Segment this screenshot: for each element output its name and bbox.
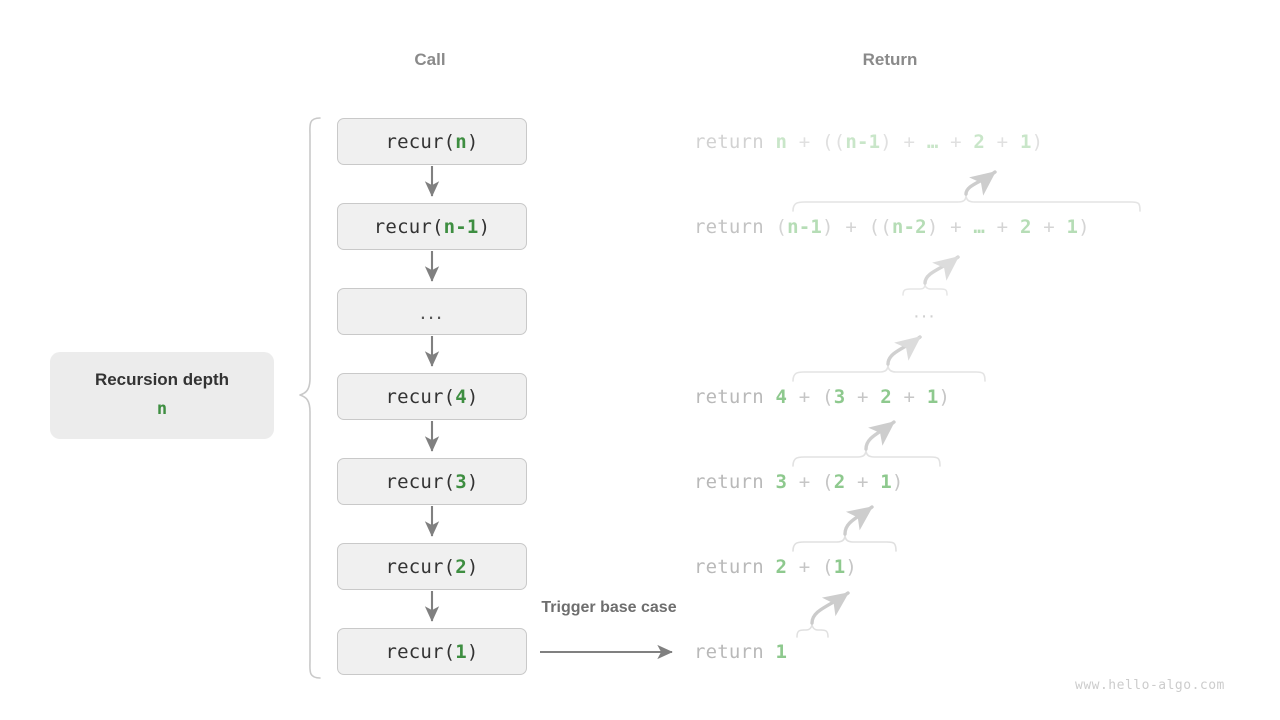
call-box-recur-2: recur(2): [337, 543, 527, 590]
column-header-call: Call: [414, 50, 446, 69]
watermark: www.hello-algo.com: [1075, 678, 1225, 693]
return-brace-2: [792, 170, 1141, 212]
return-arrow-4: [886, 335, 922, 366]
call-box-text: recur(3): [385, 470, 479, 493]
return-3: return 3 + (2 + 1): [694, 471, 904, 493]
call-box-text: recur(n): [385, 130, 479, 153]
return-expression: 2 + (1): [775, 556, 857, 578]
recursion-depth-label: Recursion depth n: [50, 352, 274, 439]
call-box-recur-n1: recur(n-1): [337, 203, 527, 250]
return-brace-5: [792, 420, 941, 467]
return-brace-6: [792, 505, 897, 552]
call-box-recur-4: recur(4): [337, 373, 527, 420]
return-2: return 2 + (1): [694, 556, 857, 578]
return-expression: 4 + (3 + 2 + 1): [775, 386, 951, 408]
call-box-arg: n: [455, 130, 467, 153]
return-expression: 1: [775, 641, 788, 663]
return-keyword: return: [694, 131, 764, 153]
return-arrow-2: [964, 170, 997, 196]
return-keyword: return: [694, 471, 764, 493]
return-brace-3: [902, 255, 960, 296]
call-box-text: recur(2): [385, 555, 479, 578]
return-expression: n + ((n-1) + … + 2 + 1): [775, 131, 1044, 153]
column-header-return: Return: [862, 50, 918, 69]
call-box-recur-1: recur(1): [337, 628, 527, 675]
recursion-depth-brace: [299, 117, 321, 679]
return-keyword: return: [694, 641, 764, 663]
return-arrow-6: [843, 505, 874, 536]
recursion-depth-title: Recursion depth: [94, 370, 230, 389]
call-box-text: recur(n-1): [373, 215, 491, 238]
call-box-text: recur(4): [385, 385, 479, 408]
return-expression: (n-1) + ((n-2) + … + 2 + 1): [775, 216, 1090, 238]
call-box-recur-n: recur(n): [337, 118, 527, 165]
trigger-base-case-label: Trigger base case: [541, 599, 677, 616]
call-box-text: recur(1): [385, 640, 479, 663]
call-box-arg: 1: [455, 640, 467, 663]
call-box-arg: n-1: [443, 215, 479, 238]
return-expression: 3 + (2 + 1): [775, 471, 904, 493]
return-4: return 4 + (3 + 2 + 1): [694, 386, 950, 408]
return-1: return 1: [694, 641, 787, 663]
return-brace-4: [792, 335, 986, 382]
return-keyword: return: [694, 386, 764, 408]
return-arrow-3: [923, 255, 960, 285]
call-box-ellipsis: ...: [337, 288, 527, 335]
return-keyword: return: [694, 556, 764, 578]
return-keyword: return: [694, 216, 764, 238]
call-box-arg: 2: [455, 555, 467, 578]
call-box-recur-3: recur(3): [337, 458, 527, 505]
return-ellipsis: ...: [913, 300, 937, 323]
recursion-depth-value: n: [156, 399, 168, 419]
return-n1: return (n-1) + ((n-2) + … + 2 + 1): [694, 216, 1090, 238]
return-arrow-7: [810, 591, 850, 625]
return-arrow-5: [864, 420, 896, 451]
return-n: return n + ((n-1) + … + 2 + 1): [694, 131, 1043, 153]
call-box-arg: 4: [455, 385, 467, 408]
call-box-arg: 3: [455, 470, 467, 493]
return-brace-7: [796, 591, 850, 638]
